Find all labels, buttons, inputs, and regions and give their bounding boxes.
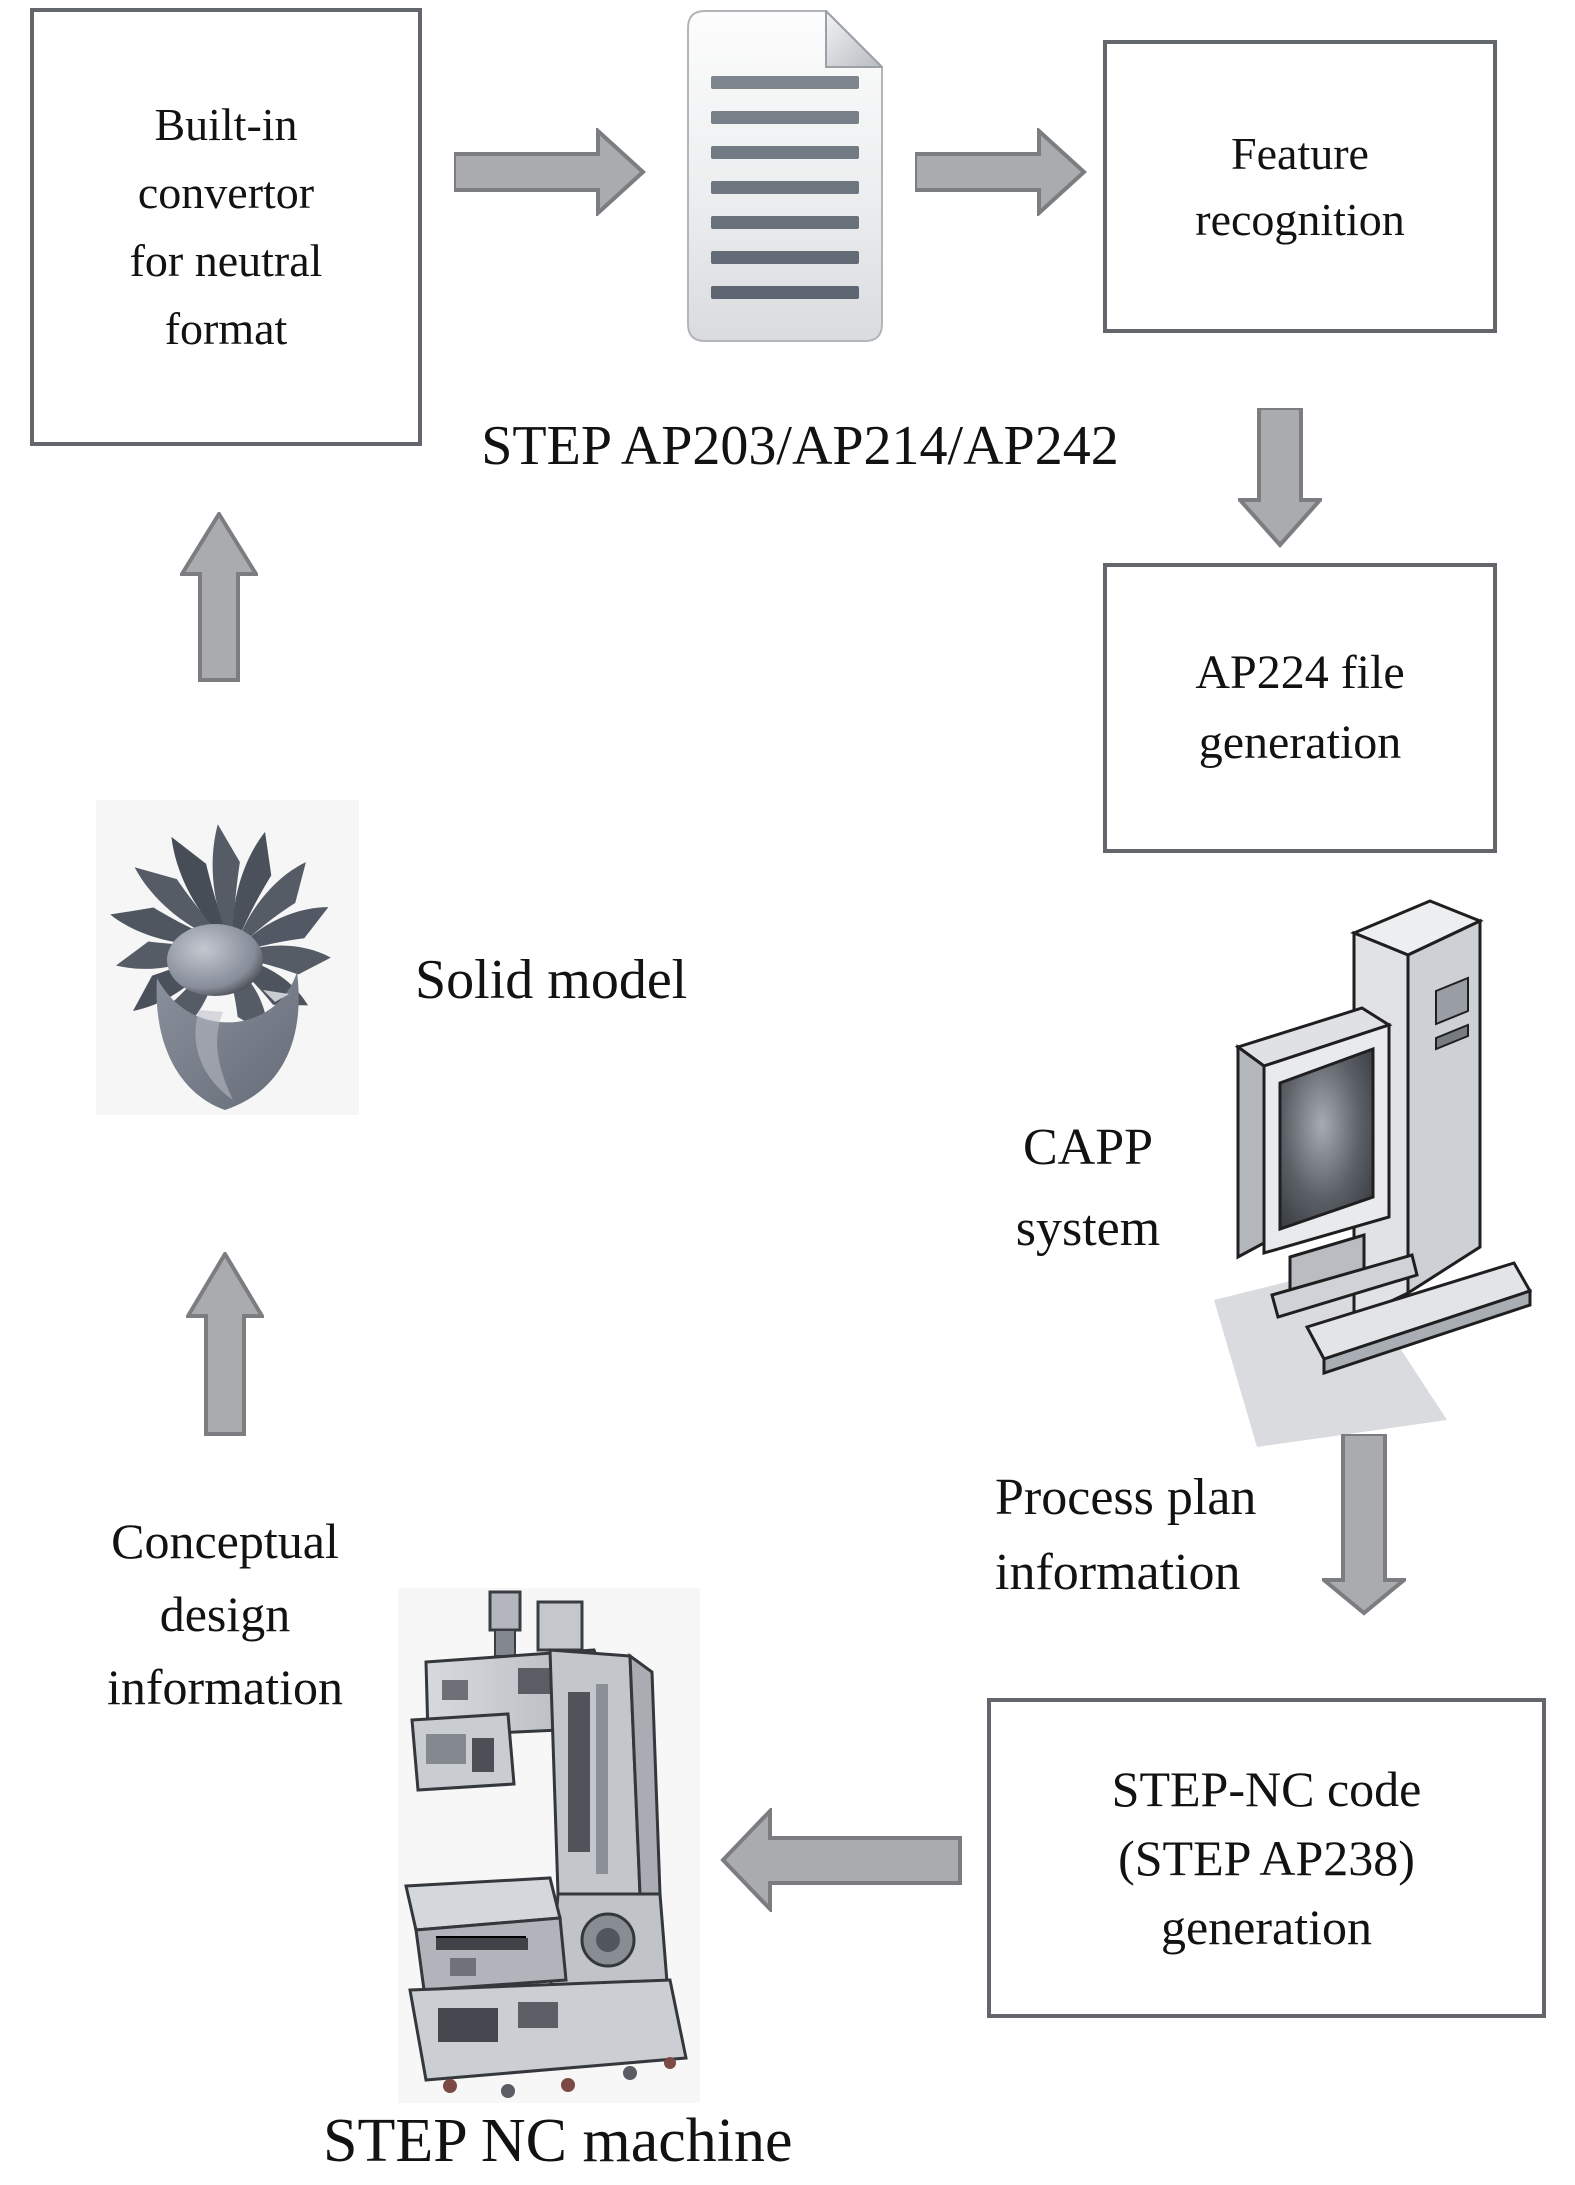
arrow-feature-to-ap224 <box>1238 408 1322 548</box>
box-ap224-line: generation <box>1198 716 1402 769</box>
label-conceptual-line: Conceptual <box>111 1513 339 1569</box>
box-feature-line: Feature <box>1231 128 1369 180</box>
box-feature-recognition: Feature recognition <box>1103 40 1497 333</box>
box-stepnc-line: generation <box>1160 1898 1372 1955</box>
box-feature-line: recognition <box>1195 193 1405 245</box>
box-builtin-line: convertor <box>137 166 315 218</box>
label-conceptual-design: Conceptual design information <box>60 1505 390 1724</box>
label-conceptual-line: information <box>106 1659 344 1715</box>
label-step-formats: STEP AP203/AP214/AP242 <box>481 415 1119 477</box>
box-builtin-line: Built-in <box>154 98 298 150</box>
label-process-plan: Process plan information <box>995 1460 1256 1611</box>
label-process-plan-line: Process plan <box>995 1469 1257 1526</box>
arrow-capp-to-stepnc <box>1322 1434 1406 1616</box>
document-icon <box>687 10 883 342</box>
box-builtin-convertor: Built-in convertor for neutral format <box>30 8 422 446</box>
box-builtin-line: for neutral <box>129 235 323 286</box>
arrow-document-to-feature <box>915 128 1087 216</box>
label-capp-line: system <box>1015 1199 1161 1257</box>
box-ap224-line: AP224 file <box>1195 646 1405 700</box>
label-process-plan-line: information <box>995 1544 1241 1602</box>
box-stepnc-line: (STEP AP238) <box>1118 1829 1415 1886</box>
arrow-conceptual-to-solidmodel <box>186 1252 264 1436</box>
cnc-machine-icon <box>398 1588 700 2103</box>
label-step-nc-machine: STEP NC machine <box>323 2107 793 2175</box>
label-conceptual-line: design <box>159 1586 291 1642</box>
label-solid-model: Solid model <box>415 949 688 1011</box>
box-stepnc-line: STEP-NC code <box>1111 1760 1422 1817</box>
computer-icon <box>1212 895 1532 1455</box>
label-capp-line: CAPP <box>1022 1119 1154 1176</box>
arrow-solidmodel-to-builtin <box>180 512 258 682</box>
box-stepnc-generation: STEP-NC code (STEP AP238) generation <box>987 1698 1546 2018</box>
arrow-builtin-to-document <box>454 128 646 216</box>
box-ap224-generation: AP224 file generation <box>1103 563 1497 853</box>
box-builtin-line: format <box>164 303 288 355</box>
turbine-icon <box>96 800 359 1115</box>
arrow-stepnc-to-machine <box>720 1808 962 1912</box>
label-capp-system: CAPP system <box>958 1108 1218 1269</box>
